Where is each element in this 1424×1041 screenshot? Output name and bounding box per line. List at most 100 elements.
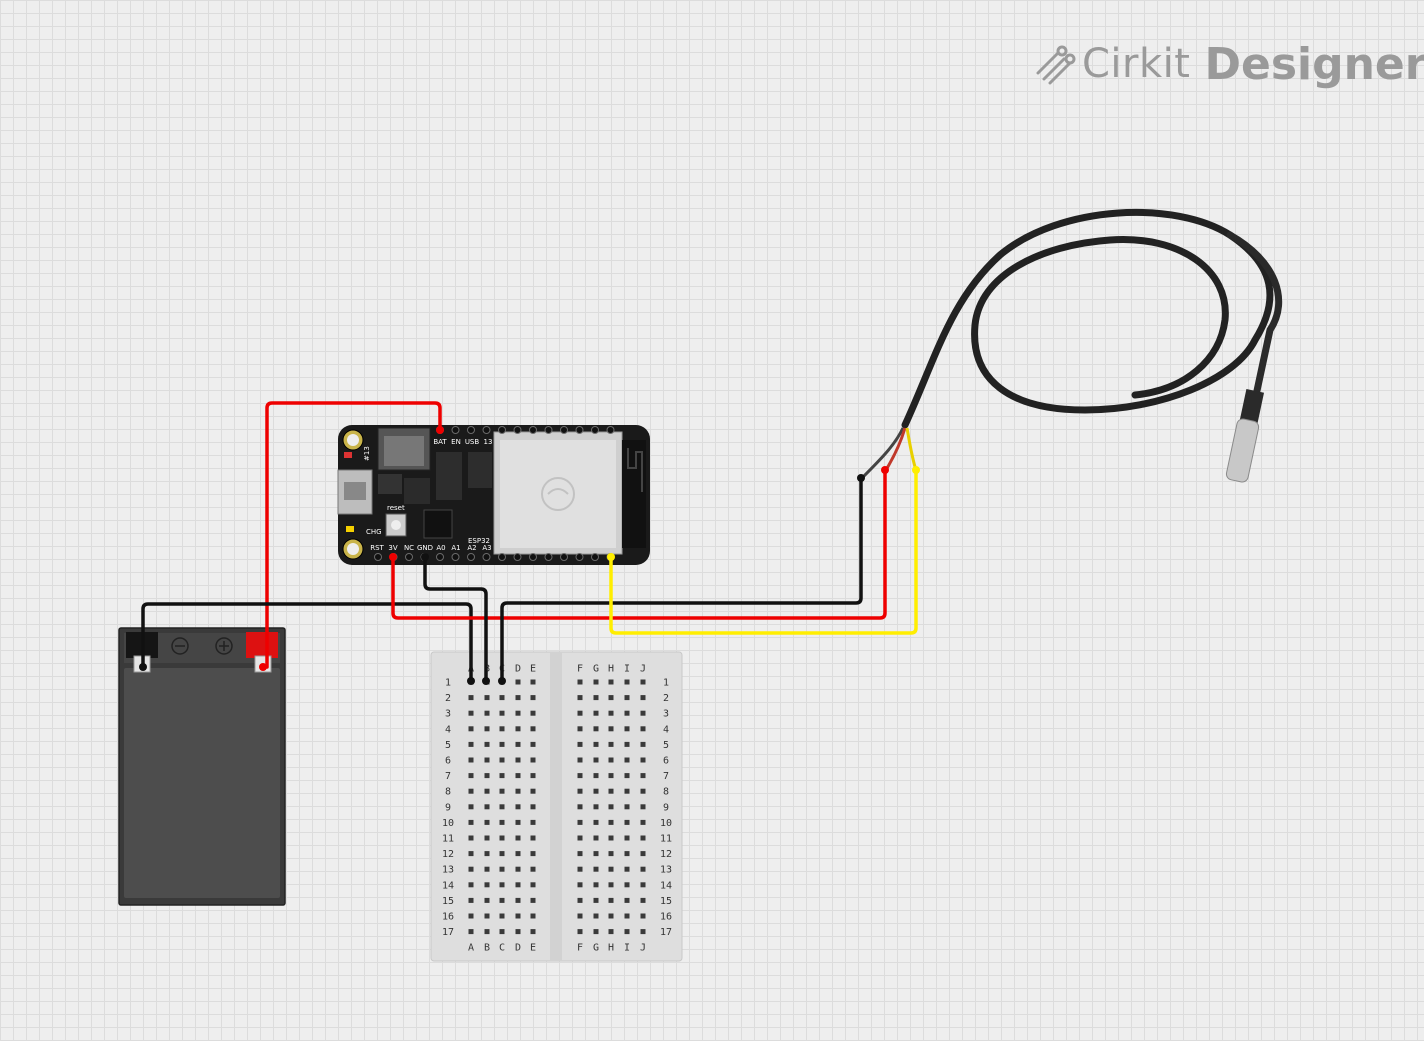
header-pin[interactable] [405, 553, 413, 561]
breadboard-hole[interactable] [468, 819, 474, 825]
breadboard-hole[interactable] [515, 741, 521, 747]
header-pin[interactable] [544, 553, 553, 561]
breadboard-holes[interactable] [468, 679, 646, 935]
breadboard-hole[interactable] [640, 835, 646, 841]
breadboard-hole[interactable] [608, 679, 614, 685]
breadboard-hole[interactable] [484, 882, 490, 888]
breadboard-hole[interactable] [468, 866, 474, 872]
breadboard-hole[interactable] [624, 897, 630, 903]
breadboard-hole[interactable] [515, 913, 521, 919]
breadboard-hole[interactable] [499, 726, 505, 732]
breadboard-hole[interactable] [608, 773, 614, 779]
breadboard-hole[interactable] [640, 710, 646, 716]
breadboard-hole[interactable] [624, 788, 630, 794]
breadboard-hole[interactable] [577, 788, 583, 794]
breadboard-hole[interactable] [593, 882, 599, 888]
breadboard-hole[interactable] [640, 897, 646, 903]
breadboard-hole[interactable] [624, 819, 630, 825]
breadboard-hole[interactable] [608, 726, 614, 732]
wire-endpoint[interactable] [389, 553, 397, 561]
breadboard-hole[interactable] [515, 819, 521, 825]
wire-endpoint[interactable] [259, 663, 267, 671]
breadboard-hole[interactable] [593, 726, 599, 732]
header-pin[interactable] [482, 426, 491, 434]
breadboard-hole[interactable] [530, 819, 536, 825]
breadboard-hole[interactable] [608, 757, 614, 763]
breadboard-hole[interactable] [468, 804, 474, 810]
breadboard-hole[interactable] [577, 741, 583, 747]
breadboard-hole[interactable] [530, 710, 536, 716]
wire-endpoint[interactable] [857, 474, 865, 482]
wire-endpoint[interactable] [436, 426, 444, 434]
breadboard-hole[interactable] [640, 757, 646, 763]
breadboard-hole[interactable] [468, 882, 474, 888]
breadboard-hole[interactable] [499, 819, 505, 825]
header-pin[interactable] [436, 553, 444, 561]
breadboard-hole[interactable] [577, 757, 583, 763]
breadboard-hole[interactable] [515, 757, 521, 763]
header-pin[interactable] [482, 553, 491, 561]
breadboard-hole[interactable] [577, 835, 583, 841]
breadboard-hole[interactable] [577, 929, 583, 935]
breadboard-hole[interactable] [577, 804, 583, 810]
breadboard-hole[interactable] [593, 710, 599, 716]
wire-endpoint[interactable] [607, 553, 615, 561]
wire-endpoint[interactable] [139, 663, 147, 671]
breadboard-hole[interactable] [593, 757, 599, 763]
breadboard-hole[interactable] [577, 679, 583, 685]
breadboard-hole[interactable] [484, 866, 490, 872]
header-pin[interactable] [513, 426, 522, 434]
breadboard-hole[interactable] [530, 913, 536, 919]
breadboard-hole[interactable] [530, 695, 536, 701]
breadboard-hole[interactable] [624, 773, 630, 779]
header-pin[interactable] [451, 426, 460, 434]
breadboard-hole[interactable] [515, 773, 521, 779]
breadboard-hole[interactable] [515, 695, 521, 701]
breadboard-hole[interactable] [577, 882, 583, 888]
wire-board-3v-to-sensor-red[interactable] [391, 470, 887, 620]
breadboard-hole[interactable] [624, 929, 630, 935]
breadboard-hole[interactable] [577, 913, 583, 919]
breadboard-hole[interactable] [468, 741, 474, 747]
breadboard-hole[interactable] [530, 851, 536, 857]
breadboard-hole[interactable] [640, 695, 646, 701]
header-pin[interactable] [560, 426, 568, 434]
breadboard-hole[interactable] [640, 851, 646, 857]
breadboard-hole[interactable] [640, 819, 646, 825]
breadboard-hole[interactable] [577, 726, 583, 732]
breadboard-hole[interactable] [530, 726, 536, 732]
breadboard-hole[interactable] [593, 866, 599, 872]
breadboard-hole[interactable] [624, 741, 630, 747]
breadboard-hole[interactable] [624, 882, 630, 888]
breadboard-hole[interactable] [593, 929, 599, 935]
breadboard-hole[interactable] [530, 679, 536, 685]
breadboard-hole[interactable] [608, 804, 614, 810]
breadboard-hole[interactable] [515, 835, 521, 841]
breadboard-hole[interactable] [593, 897, 599, 903]
breadboard-hole[interactable] [640, 679, 646, 685]
battery-positive-terminal[interactable] [246, 632, 278, 658]
wire-endpoint[interactable] [498, 677, 506, 685]
breadboard-hole[interactable] [593, 788, 599, 794]
breadboard-hole[interactable] [530, 773, 536, 779]
breadboard-hole[interactable] [530, 757, 536, 763]
wire-board-io-to-sensor-yellow[interactable] [609, 470, 918, 635]
header-pin[interactable] [544, 426, 553, 434]
breadboard-hole[interactable] [530, 741, 536, 747]
breadboard-hole[interactable] [484, 726, 490, 732]
probe-lead-black[interactable] [860, 427, 905, 480]
breadboard-hole[interactable] [577, 866, 583, 872]
breadboard-hole[interactable] [499, 866, 505, 872]
breadboard-hole[interactable] [468, 757, 474, 763]
breadboard-hole[interactable] [515, 679, 521, 685]
breadboard-hole[interactable] [608, 835, 614, 841]
breadboard-hole[interactable] [593, 679, 599, 685]
breadboard-hole[interactable] [640, 726, 646, 732]
breadboard-hole[interactable] [577, 773, 583, 779]
breadboard-hole[interactable] [640, 788, 646, 794]
breadboard-hole[interactable] [530, 866, 536, 872]
header-pin[interactable] [529, 426, 537, 434]
wire-endpoint[interactable] [421, 553, 429, 561]
breadboard-hole[interactable] [484, 897, 490, 903]
